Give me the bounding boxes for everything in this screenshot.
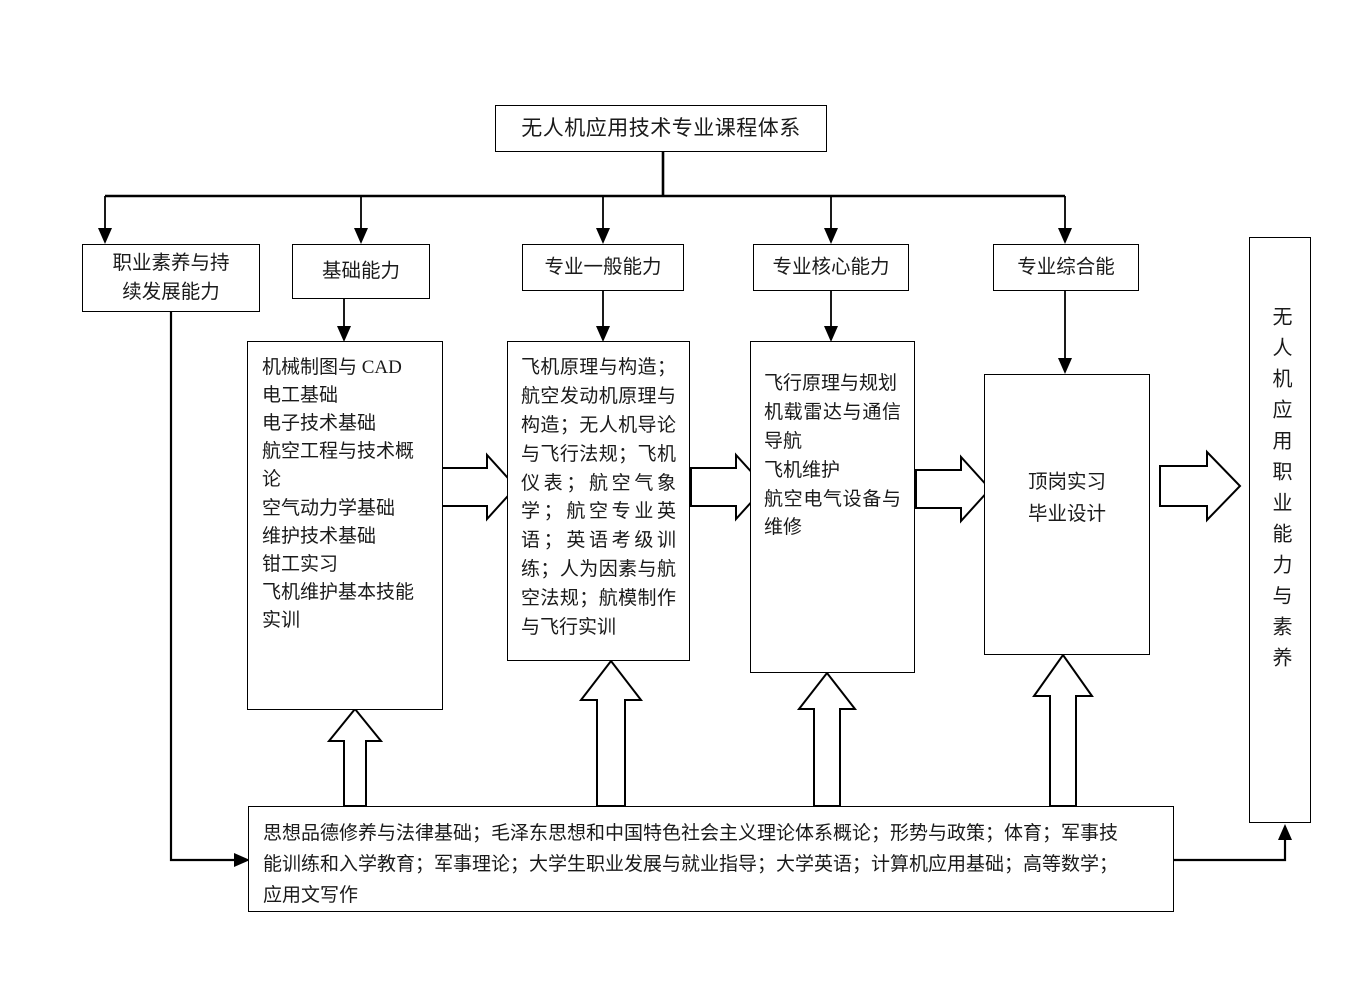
block-arrow-banner-to-basic [326, 707, 384, 807]
category-box-vocational-quality[interactable]: 职业素养与持续发展能力 [82, 244, 260, 312]
block-arrow-banner-to-comprehensive [1032, 653, 1094, 807]
arrowhead-1 [98, 228, 112, 244]
vocational-to-banner-line [169, 312, 238, 862]
arrowhead-3 [596, 228, 610, 244]
course-item: 毕业设计 [1027, 503, 1106, 525]
arrowhead-4 [824, 228, 838, 244]
arrowhead-comprehensive [1058, 358, 1072, 374]
course-item: 空气动力学基础 [262, 497, 396, 519]
banner-outcome-path [1174, 836, 1287, 862]
content-box-comprehensive-courses[interactable]: 顶岗实习 毕业设计 [984, 374, 1150, 655]
content-box-general-courses[interactable]: 飞机原理与构造；航空发动机原理与构造；无人机导论与飞行法规；飞机仪表；航空气象学… [507, 341, 690, 661]
content-box-core-courses[interactable]: 飞行原理与规划 机载雷达与通信导航 飞机维护 航空电气设备与维修 [750, 341, 915, 673]
category-label-basic-ability: 基础能力 [321, 260, 400, 282]
outcome-box[interactable]: 无人机应用职业能力与素养 [1249, 237, 1311, 823]
category-box-basic-ability[interactable]: 基础能力 [292, 244, 430, 299]
course-item: 钳工实习 [262, 553, 339, 575]
category-box-general-ability[interactable]: 专业一般能力 [522, 244, 684, 291]
outcome-vertical-text: 无人机应用职业能力与素养 [1269, 306, 1291, 678]
title-box[interactable]: 无人机应用技术专业课程体系 [495, 105, 827, 152]
category-box-core-ability[interactable]: 专业核心能力 [753, 244, 909, 291]
category-label-comprehensive-ability: 专业综合能 [1017, 256, 1115, 278]
course-item: 电工基础 [262, 385, 339, 407]
course-item: 维护技术基础 [262, 525, 377, 547]
tree-drops [104, 196, 1066, 232]
content-box-basic-courses[interactable]: 机械制图与 CAD 电工基础 电子技术基础 航空工程与技术概 论 空气动力学基础… [247, 341, 443, 710]
arrowhead-5 [1058, 228, 1072, 244]
tree-connectors [105, 152, 1065, 198]
course-item: 顶岗实习 [1027, 472, 1106, 493]
category-to-content-lines [343, 291, 1066, 362]
course-item: 机械制图与 CAD [262, 357, 402, 378]
category-to-content-arrowheads [337, 326, 1072, 374]
category-box-comprehensive-ability[interactable]: 专业综合能 [993, 244, 1139, 291]
general-courses-text: 飞机原理与构造；航空发动机原理与构造；无人机导论与飞行法规；飞机仪表；航空气象学… [521, 357, 676, 638]
general-education-banner[interactable]: 思想品德修养与法律基础；毛泽东思想和中国特色社会主义理论体系概论；形势与政策；体… [248, 806, 1174, 912]
arrowhead-basic [337, 326, 351, 342]
arrowhead-2 [354, 228, 368, 244]
banner-line: 思想品德修养与法律基础；毛泽东思想和中国特色社会主义理论体系概论；形势与政策；体… [263, 823, 1119, 844]
category-label-vocational-quality: 职业素养与持续发展能力 [112, 252, 230, 303]
block-arrow-banner-to-core [796, 671, 858, 807]
course-item: 航空工程与技术概 [262, 441, 415, 463]
course-item: 飞机维护基本技能 [262, 581, 415, 603]
banner-up-arrows [326, 653, 1094, 807]
course-item: 航空电气设备与维修 [764, 488, 901, 539]
banner-line: 应用文写作 [263, 884, 359, 906]
vocational-path [169, 312, 238, 862]
tree-arrowheads [98, 228, 1072, 244]
title-text: 无人机应用技术专业课程体系 [521, 115, 801, 140]
category-label-core-ability: 专业核心能力 [772, 256, 890, 278]
course-item: 飞行原理与规划 [764, 373, 898, 394]
block-arrow-basic-to-general [441, 452, 518, 522]
block-arrow-comprehensive-to-outcome [1159, 449, 1242, 523]
course-item: 电子技术基础 [262, 413, 377, 435]
course-item: 机载雷达与通信导航 [764, 401, 901, 452]
banner-to-outcome-line [1174, 836, 1287, 862]
arrowhead-general [596, 326, 610, 342]
category-label-general-ability: 专业一般能力 [544, 256, 662, 278]
block-arrow-core-to-comprehensive [915, 454, 992, 524]
course-item: 论 [262, 469, 282, 491]
course-item: 飞机维护 [764, 459, 841, 481]
block-arrow-banner-to-general [578, 659, 644, 807]
banner-line: 能训练和入学教育；军事理论；大学生职业发展与就业指导；大学英语；计算机应用基础；… [263, 853, 1119, 875]
course-item: 实训 [262, 609, 301, 631]
arrowhead-core [824, 326, 838, 342]
arrowhead-banner-outcome [1278, 824, 1292, 840]
